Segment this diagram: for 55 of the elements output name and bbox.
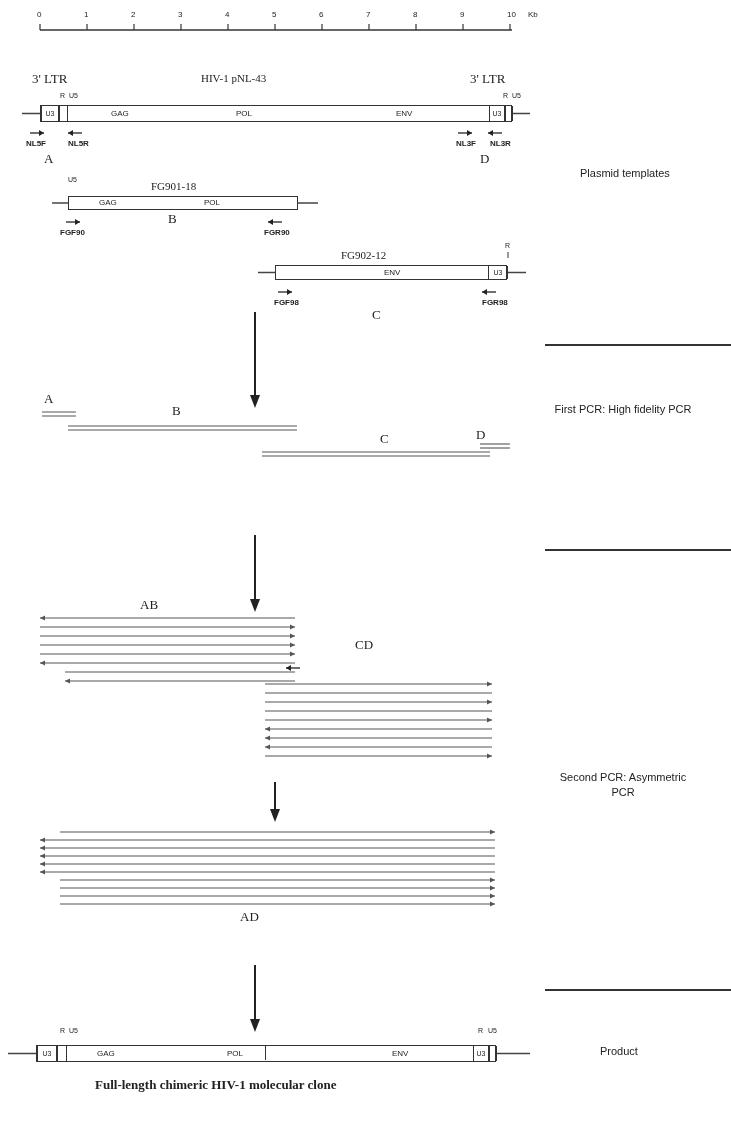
region-box (489, 1046, 497, 1061)
scale-tick-label: 3 (178, 11, 183, 19)
fragment-label: D (476, 428, 486, 441)
gene-label: GAG (99, 199, 117, 207)
scale-tick-label: 8 (413, 11, 418, 19)
fragment-label: AD (240, 910, 259, 923)
primer-label: NL3F (456, 140, 476, 148)
fragment-label: 3' LTR (32, 72, 68, 85)
region-box (505, 106, 513, 121)
scale-tick-label: 7 (366, 11, 371, 19)
fragment-label: A (44, 392, 54, 405)
fragment-label: A (44, 152, 54, 165)
scale-tick-label: 9 (460, 11, 465, 19)
fragment-label: C (372, 308, 381, 321)
primer-label: FGF90 (60, 229, 85, 237)
scale-tick-label: 6 (319, 11, 324, 19)
genome-map-bar (36, 1045, 496, 1062)
gene-label: POL (204, 199, 220, 207)
scale-tick-label: 4 (225, 11, 230, 19)
region-box (57, 1046, 67, 1061)
primer-label: FGR90 (264, 229, 290, 237)
gene-label: ENV (396, 109, 413, 118)
primer-label: NL5F (26, 140, 46, 148)
stage-label: Plasmid templates (580, 168, 670, 179)
fragment-label: AB (140, 598, 159, 611)
scale-tick-label: 2 (131, 11, 136, 19)
fragment-label: B (168, 212, 177, 225)
fragment-label: C (380, 432, 389, 445)
gene-label: GAG (111, 109, 129, 118)
gene-label: ENV (392, 1049, 409, 1058)
gene-label: POL (236, 109, 252, 118)
scale-tick-label: 1 (84, 11, 89, 19)
gene-label: ENV (384, 268, 401, 277)
gene-label: GAG (97, 1049, 115, 1058)
stage-label: Second PCR: Asymmetric PCR (558, 770, 688, 801)
scale-tick-label: 0 (37, 11, 42, 19)
fragment-label: D (480, 152, 490, 165)
map-title: FG902-12 (341, 250, 387, 261)
stage-label: First PCR: High fidelity PCR (553, 402, 693, 417)
scale-tick-label: 5 (272, 11, 277, 19)
primer-label: NL3R (490, 140, 511, 148)
map-title: FG901-18 (151, 181, 197, 192)
fragment-label: 3' LTR (470, 72, 506, 85)
primer-label: NL5R (68, 140, 89, 148)
fragment-label: B (172, 404, 181, 417)
scale-tick-label: Kb (528, 11, 538, 19)
primer-label: FGF98 (274, 299, 299, 307)
fragment-label: CD (355, 638, 374, 651)
clone-description: Full-length chimeric HIV-1 molecular clone (95, 1078, 337, 1091)
gene-label: POL (227, 1049, 243, 1058)
map-title: HIV-1 pNL-43 (201, 73, 267, 84)
region-box (59, 106, 68, 121)
scale-tick-label: 10 (507, 11, 516, 19)
primer-label: FGR98 (482, 299, 508, 307)
stage-label: Product (600, 1046, 638, 1057)
